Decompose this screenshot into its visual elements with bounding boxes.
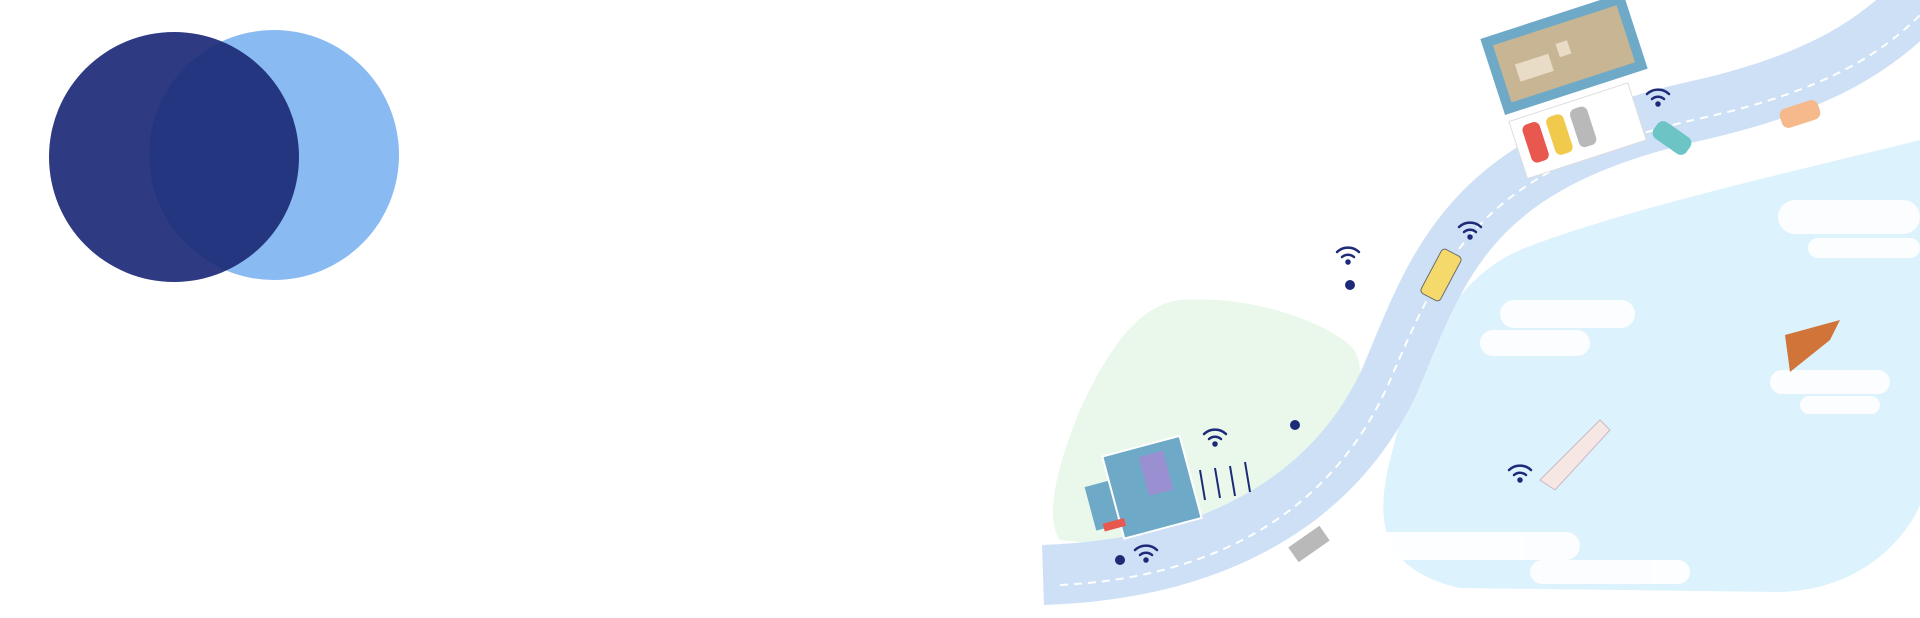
car-icon <box>1652 100 1821 155</box>
cyclist-icon <box>1115 280 1355 565</box>
building-icon <box>1084 434 1203 540</box>
dark-circle <box>49 32 299 282</box>
building-icon <box>1480 0 1648 116</box>
wifi-icon <box>1133 88 1671 563</box>
parking-lot-icon <box>1508 82 1647 180</box>
bus-icon <box>1420 248 1462 302</box>
boat-icon <box>1539 320 1840 491</box>
cloud-icon <box>1370 200 1920 584</box>
bike-rack-icon <box>1199 461 1251 501</box>
overlapping-circles-logo-icon <box>49 30 399 282</box>
truck-icon <box>1288 525 1330 563</box>
